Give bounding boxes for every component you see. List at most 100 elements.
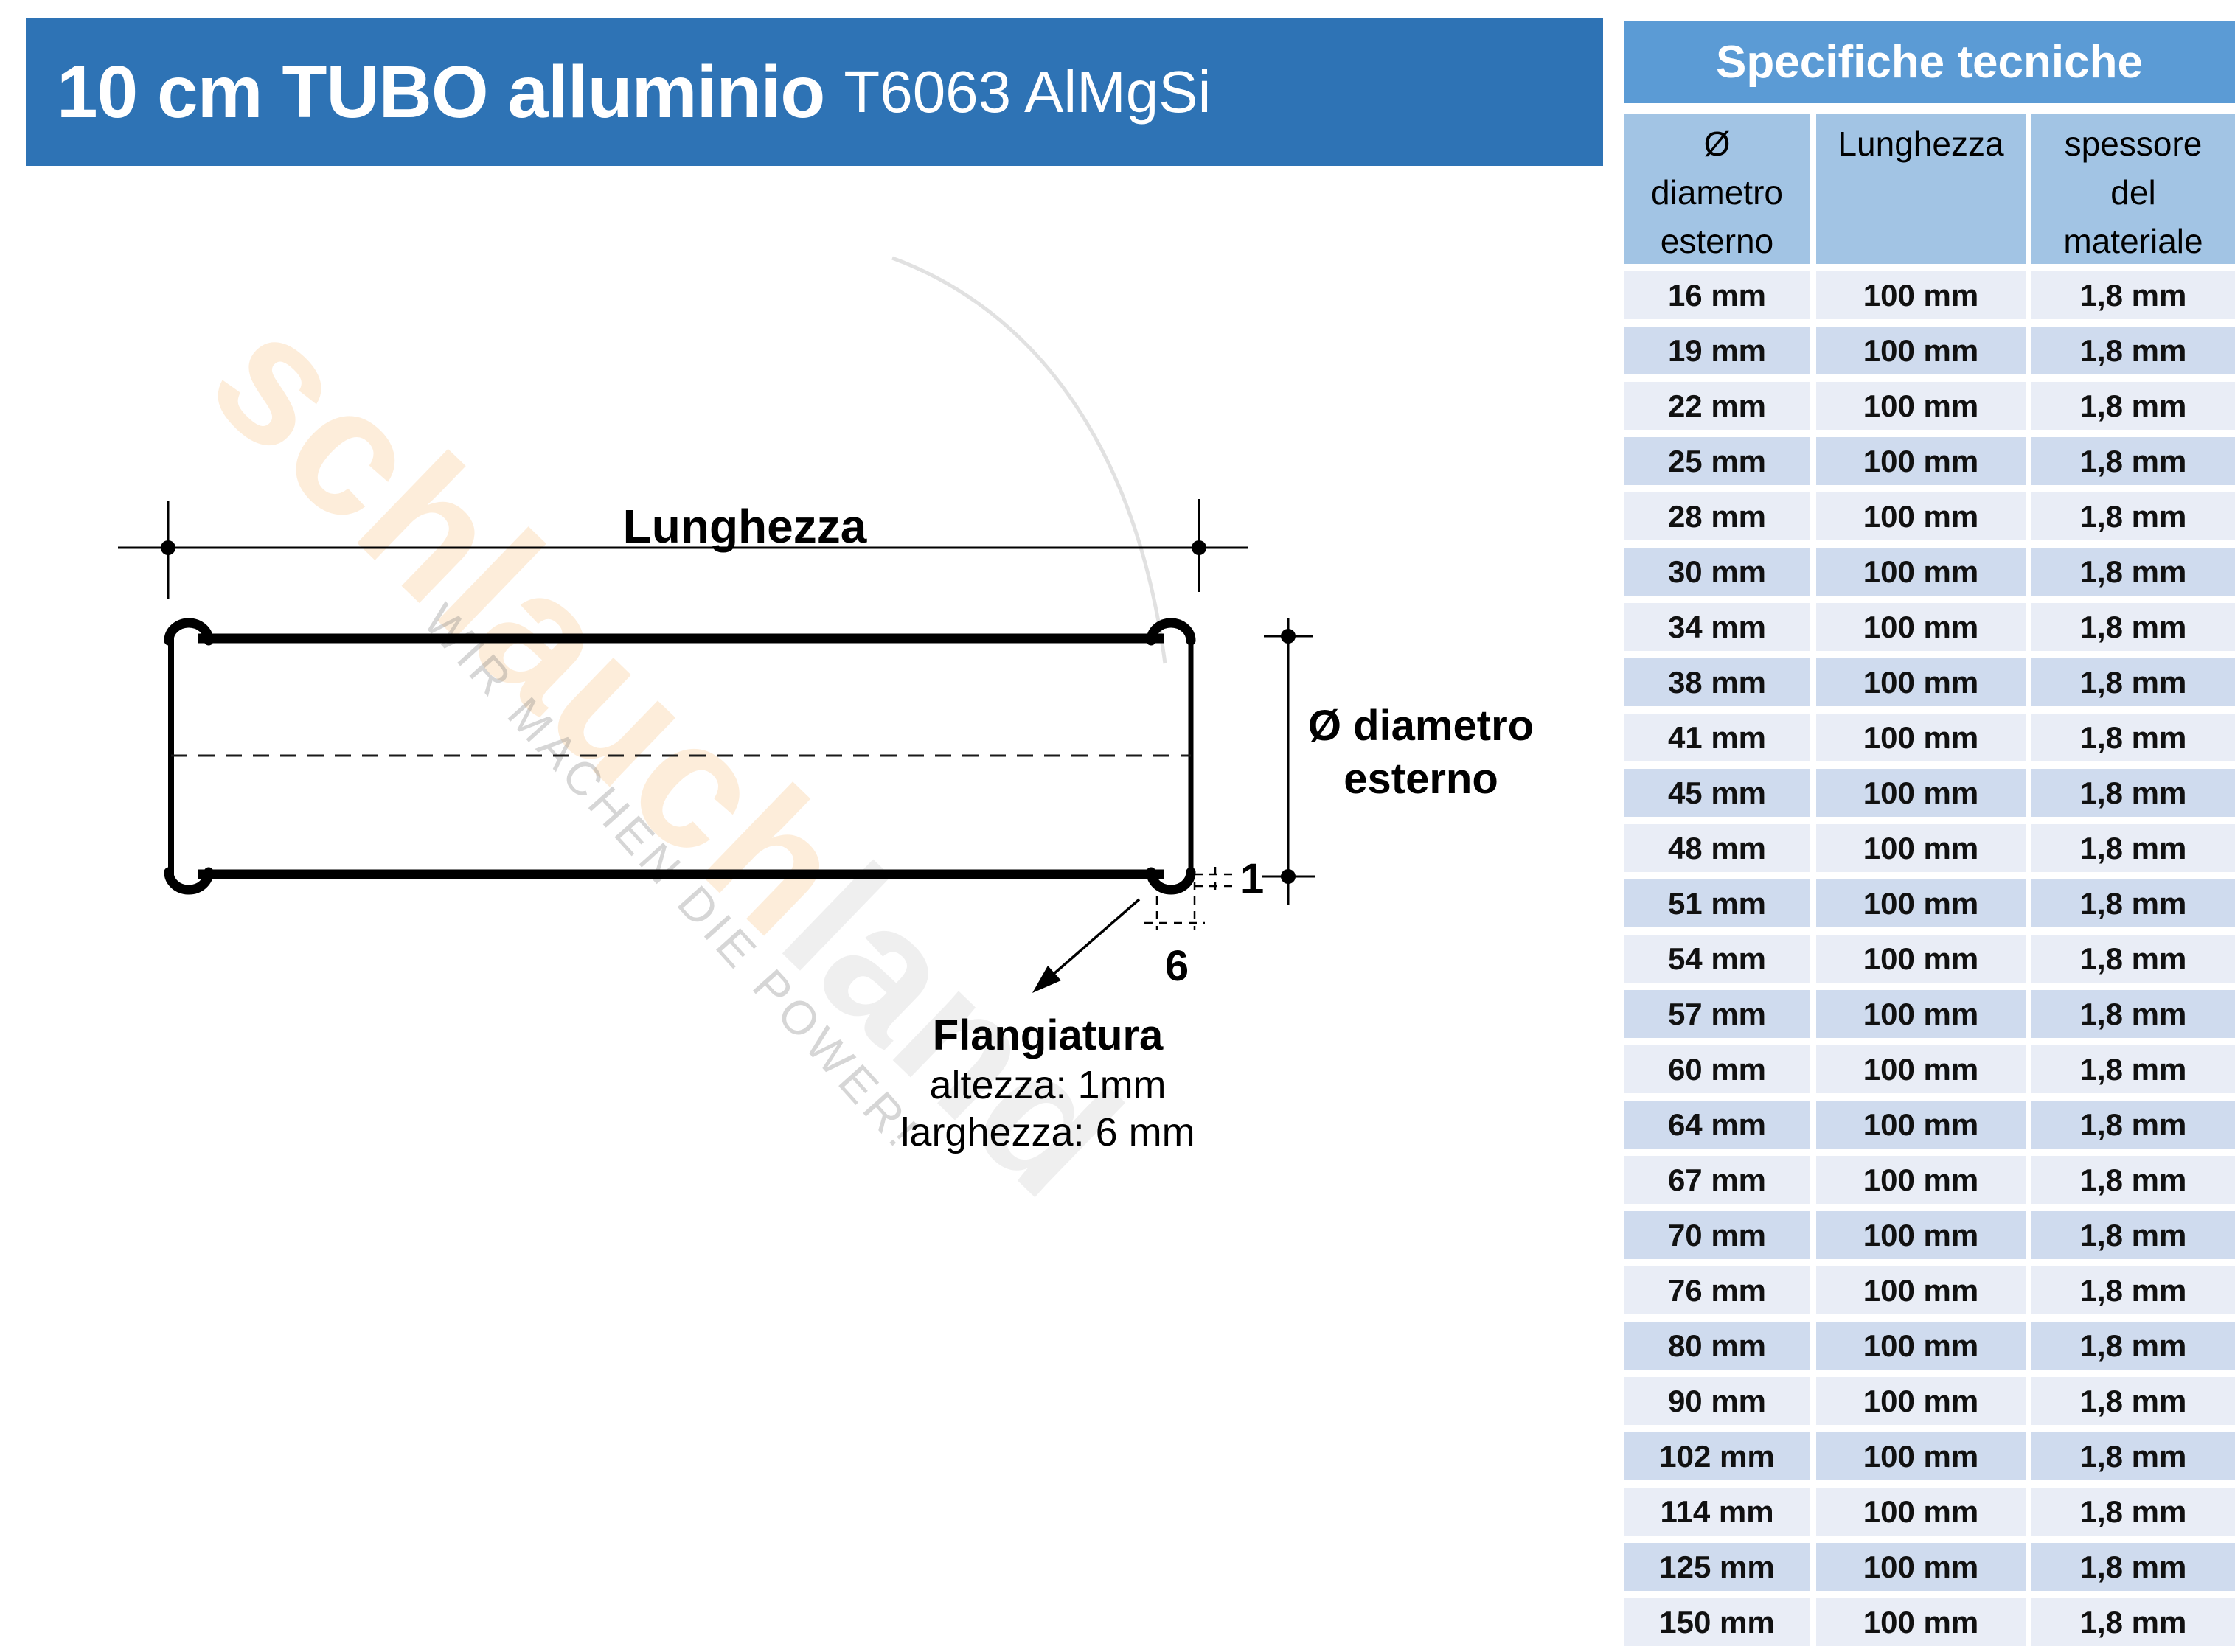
flange-width-text: larghezza: 6 mm	[900, 1110, 1195, 1154]
table-cell-diameter: 125 mm	[1624, 1543, 1810, 1591]
table-cell-diameter: 150 mm	[1624, 1598, 1810, 1646]
table-cell-diameter: 48 mm	[1624, 824, 1810, 872]
table-cell-length: 100 mm	[1816, 1598, 2026, 1646]
table-cell-thickness: 1,8 mm	[2031, 879, 2235, 927]
flange-arrow-line	[1040, 898, 1141, 986]
table-cell-diameter: 51 mm	[1624, 879, 1810, 927]
table-cell-length: 100 mm	[1816, 492, 2026, 540]
diameter-dimension-bottom-dot	[1281, 869, 1296, 884]
table-cell-length: 100 mm	[1816, 548, 2026, 596]
table-cell-diameter: 114 mm	[1624, 1488, 1810, 1536]
table-cell-diameter: 64 mm	[1624, 1101, 1810, 1149]
table-cell-thickness: 1,8 mm	[2031, 935, 2235, 983]
table-cell-diameter: 30 mm	[1624, 548, 1810, 596]
tube-flange-top-left	[164, 618, 214, 646]
table-cell-diameter: 45 mm	[1624, 769, 1810, 817]
table-cell-diameter: 76 mm	[1624, 1266, 1810, 1314]
table-cell-length: 100 mm	[1816, 824, 2026, 872]
table-cell-thickness: 1,8 mm	[2031, 769, 2235, 817]
table-cell-diameter: 16 mm	[1624, 271, 1810, 319]
table-cell-length: 100 mm	[1816, 1211, 2026, 1259]
table-cell-length: 100 mm	[1816, 658, 2026, 706]
table-cell-diameter: 22 mm	[1624, 382, 1810, 430]
table-cell-diameter: 90 mm	[1624, 1377, 1810, 1425]
table-cell-diameter: 54 mm	[1624, 935, 1810, 983]
table-cell-thickness: 1,8 mm	[2031, 1101, 2235, 1149]
flange-height-value: 1	[1240, 855, 1264, 903]
diameter-dimension-top-dot	[1281, 629, 1296, 644]
table-cell-length: 100 mm	[1816, 382, 2026, 430]
table-cell-length: 100 mm	[1816, 714, 2026, 761]
table-cell-length: 100 mm	[1816, 1488, 2026, 1536]
flange-width-value: 6	[1165, 942, 1189, 990]
table-cell-length: 100 mm	[1816, 769, 2026, 817]
flange-detail-dashed-box	[1144, 867, 1236, 930]
table-cell-length: 100 mm	[1816, 1156, 2026, 1204]
table-cell-thickness: 1,8 mm	[2031, 1211, 2235, 1259]
table-cell-thickness: 1,8 mm	[2031, 1377, 2235, 1425]
table-cell-thickness: 1,8 mm	[2031, 271, 2235, 319]
column-header-thickness: spessore del materiale	[2031, 114, 2235, 264]
length-dimension-right-dot	[1192, 540, 1206, 555]
table-cell-diameter: 102 mm	[1624, 1432, 1810, 1480]
tube-flange-bottom-right	[1146, 867, 1196, 895]
table-cell-thickness: 1,8 mm	[2031, 603, 2235, 651]
table-cell-diameter: 28 mm	[1624, 492, 1810, 540]
length-label: Lunghezza	[623, 500, 867, 553]
table-cell-thickness: 1,8 mm	[2031, 492, 2235, 540]
table-cell-length: 100 mm	[1816, 437, 2026, 485]
flange-height-text: altezza: 1mm	[929, 1063, 1166, 1107]
table-cell-diameter: 57 mm	[1624, 990, 1810, 1038]
table-cell-thickness: 1,8 mm	[2031, 1266, 2235, 1314]
table-cell-diameter: 38 mm	[1624, 658, 1810, 706]
table-cell-length: 100 mm	[1816, 1266, 2026, 1314]
table-cell-length: 100 mm	[1816, 1322, 2026, 1370]
table-cell-length: 100 mm	[1816, 935, 2026, 983]
table-cell-thickness: 1,8 mm	[2031, 1045, 2235, 1093]
spec-table-column-headers: Ø diametro esterno Lunghezza spessore de…	[1624, 114, 2235, 264]
table-cell-length: 100 mm	[1816, 990, 2026, 1038]
flange-arrow-head	[1032, 966, 1061, 993]
table-cell-thickness: 1,8 mm	[2031, 1543, 2235, 1591]
table-cell-length: 100 mm	[1816, 879, 2026, 927]
spec-table-title: Specifiche tecniche	[1624, 21, 2235, 103]
table-cell-diameter: 60 mm	[1624, 1045, 1810, 1093]
table-cell-thickness: 1,8 mm	[2031, 1488, 2235, 1536]
diameter-label-line1: Ø diametro	[1308, 702, 1534, 750]
spec-table: Specifiche tecniche Ø diametro esterno L…	[1624, 21, 2235, 1646]
title-bar: 10 cm TUBO alluminio T6063 AlMgSi	[26, 18, 1603, 166]
table-cell-thickness: 1,8 mm	[2031, 437, 2235, 485]
table-cell-thickness: 1,8 mm	[2031, 658, 2235, 706]
page-title-suffix: T6063 AlMgSi	[844, 59, 1212, 125]
flange-title: Flangiatura	[933, 1011, 1164, 1059]
table-cell-length: 100 mm	[1816, 1377, 2026, 1425]
column-header-length: Lunghezza	[1816, 114, 2026, 264]
table-cell-thickness: 1,8 mm	[2031, 382, 2235, 430]
table-cell-diameter: 34 mm	[1624, 603, 1810, 651]
column-header-diameter: Ø diametro esterno	[1624, 114, 1810, 264]
tube-flange-top-right	[1146, 618, 1196, 646]
table-cell-thickness: 1,8 mm	[2031, 990, 2235, 1038]
table-cell-diameter: 80 mm	[1624, 1322, 1810, 1370]
table-cell-thickness: 1,8 mm	[2031, 1156, 2235, 1204]
